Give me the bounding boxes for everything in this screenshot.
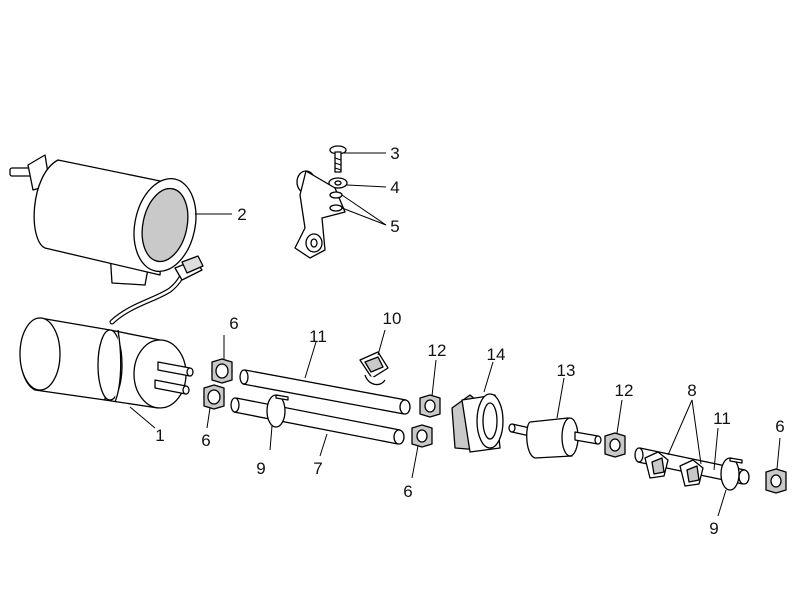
callout-2: 2 — [237, 205, 246, 224]
part-8-hose-clip — [679, 459, 704, 487]
leader-lines — [129, 152, 781, 517]
callout-5: 5 — [390, 217, 399, 236]
part-9-hose-clip — [266, 394, 289, 428]
callout-10: 10 — [383, 309, 402, 328]
part-9-hose-clip — [720, 457, 743, 491]
callout-6: 6 — [775, 417, 784, 436]
part-1-fuel-pump — [19, 317, 194, 409]
part-12-hose-clamp — [604, 432, 626, 458]
callout-12: 12 — [615, 381, 634, 400]
part-14-filter-housing — [451, 393, 504, 453]
part-6-hose-clamp — [203, 384, 225, 410]
callout-6: 6 — [229, 314, 238, 333]
part-10-hose-clip — [359, 351, 389, 386]
part-8-hose-clip — [644, 451, 669, 479]
part-6-hose-clamp — [411, 424, 433, 448]
wire-harness — [109, 255, 204, 325]
callout-9: 9 — [709, 519, 718, 538]
callout-8: 8 — [687, 381, 696, 400]
callout-4: 4 — [390, 178, 399, 197]
part-6-hose-clamp — [211, 358, 233, 384]
callout-12: 12 — [428, 341, 447, 360]
part-4-washer — [328, 177, 348, 189]
part-5-bracket — [294, 170, 346, 259]
callout-3: 3 — [390, 144, 399, 163]
callout-9: 9 — [256, 459, 265, 478]
part-11-fuel-hose — [239, 369, 411, 415]
part-13-fuel-filter — [508, 417, 602, 459]
part-12-hose-clamp — [419, 394, 441, 418]
callout-1: 1 — [155, 426, 164, 445]
part-3-screw — [329, 145, 347, 173]
callout-11: 11 — [713, 409, 731, 428]
part-6-hose-clamp — [765, 468, 787, 494]
callout-13: 13 — [557, 361, 576, 380]
part-2-pump-cover — [9, 154, 197, 286]
callout-labels: 1 2 3 4 5 6 6 6 6 7 8 9 9 10 11 11 12 12… — [155, 144, 784, 538]
callout-14: 14 — [487, 345, 506, 364]
callout-6: 6 — [201, 431, 210, 450]
callout-11: 11 — [309, 327, 327, 346]
callout-7: 7 — [313, 459, 322, 478]
callout-6: 6 — [403, 482, 412, 501]
